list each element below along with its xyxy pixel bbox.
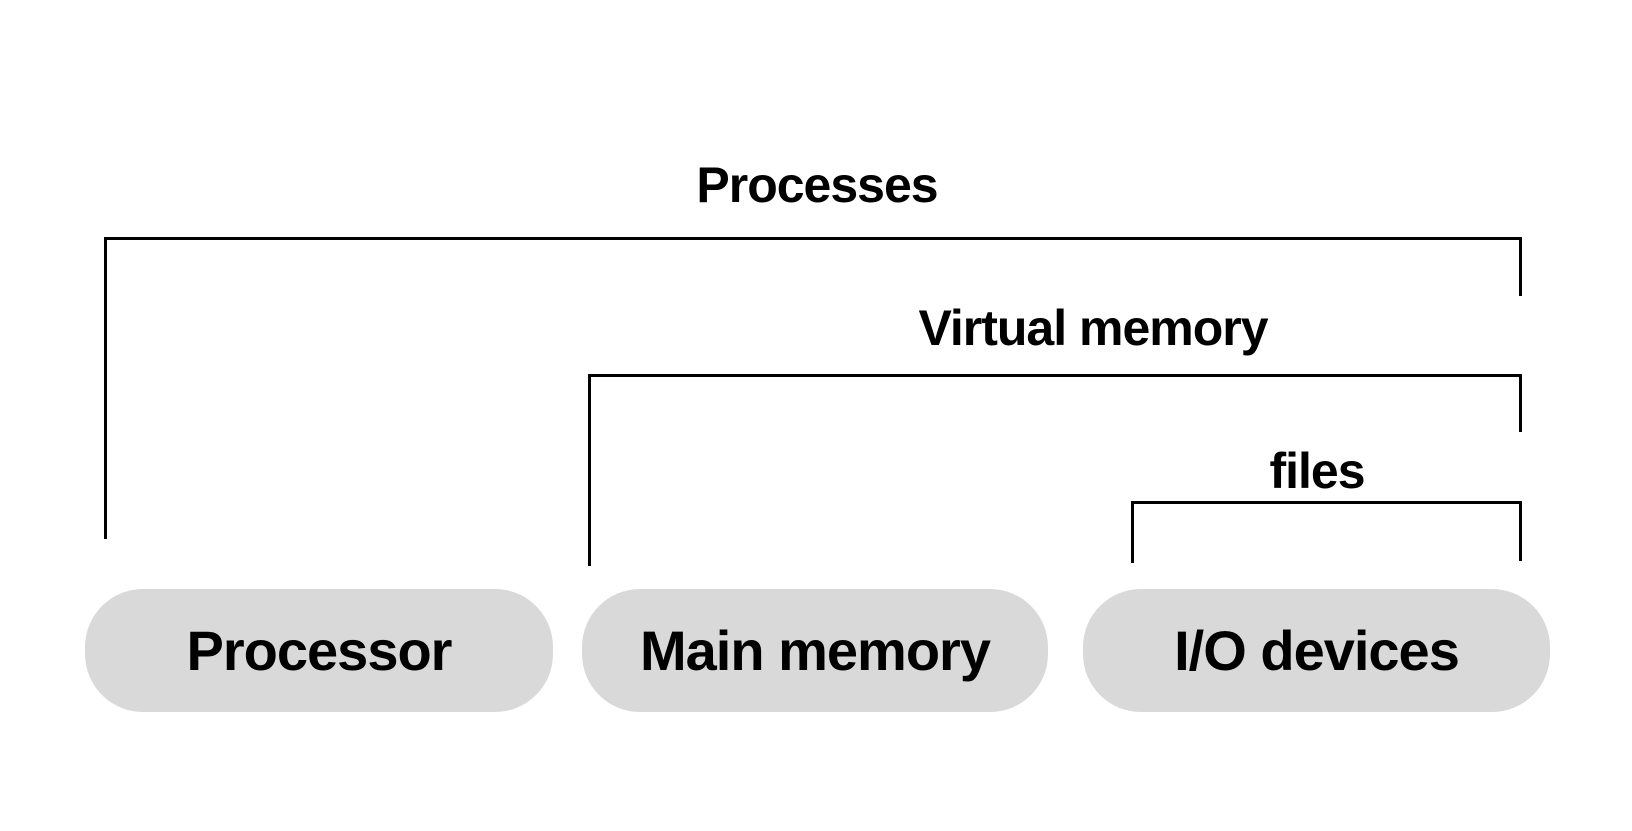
io-devices-box-label: I/O devices (1174, 619, 1460, 682)
virtual-memory-label: Virtual memory (918, 300, 1268, 356)
processes-label: Processes (696, 157, 938, 213)
files-bracket-right-line (1519, 501, 1522, 561)
processes-bracket-left-line (104, 237, 107, 539)
files-label: files (1269, 443, 1365, 499)
processor-box: Processor (85, 589, 553, 712)
virtual-memory-bracket-right-line (1519, 374, 1522, 432)
virtual-memory-bracket-horizontal-line (588, 374, 1522, 377)
main-memory-box: Main memory (582, 589, 1048, 712)
processor-box-label: Processor (186, 619, 453, 682)
processes-bracket-horizontal-line (104, 237, 1522, 240)
files-bracket-horizontal-line (1131, 501, 1522, 504)
io-devices-box: I/O devices (1083, 589, 1550, 712)
files-bracket-left-line (1131, 501, 1134, 563)
virtual-memory-bracket-left-line (588, 374, 591, 566)
main-memory-box-label: Main memory (640, 619, 991, 682)
processes-bracket-right-line (1519, 237, 1522, 296)
